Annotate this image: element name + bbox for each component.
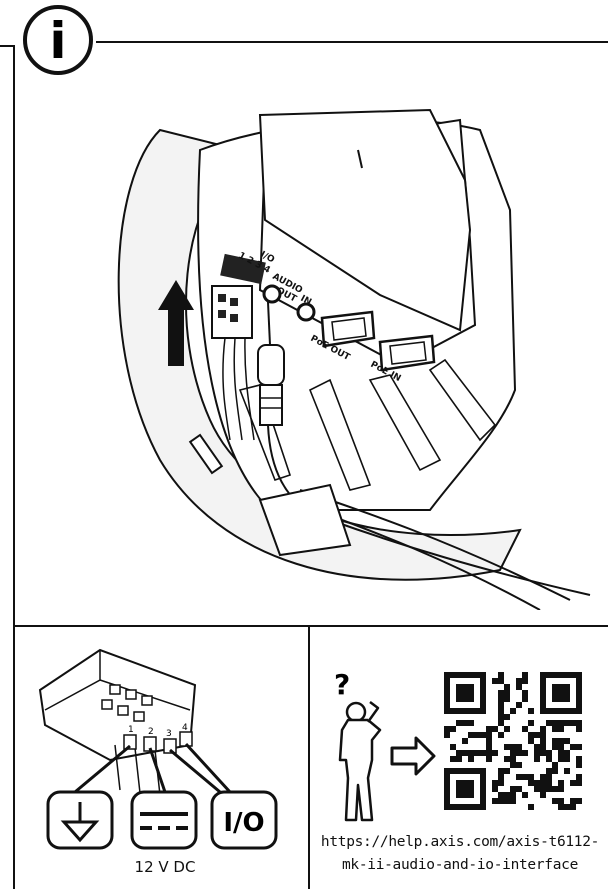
person-thinking-icon bbox=[338, 701, 382, 822]
pin-number-4: 4 bbox=[182, 723, 188, 733]
help-url-line-2[interactable]: mk-ii-audio-and-io-interface bbox=[341, 857, 579, 873]
ground-symbol bbox=[46, 790, 114, 850]
pin-number-3: 3 bbox=[166, 729, 172, 739]
io-port bbox=[220, 253, 266, 285]
up-arrow bbox=[158, 280, 194, 366]
pin-number-2: 2 bbox=[148, 727, 154, 737]
arrow-right-icon bbox=[390, 736, 436, 776]
help-panel: ? bbox=[334, 668, 582, 822]
audio-out-jack bbox=[262, 284, 282, 304]
audio-plug bbox=[257, 301, 321, 521]
voltage-label: 12 V DC bbox=[134, 858, 196, 876]
question-mark: ? bbox=[334, 668, 350, 701]
io-plug bbox=[211, 285, 255, 441]
pin-number-1: 1 bbox=[128, 725, 134, 735]
info-icon: i bbox=[23, 5, 93, 75]
terminal-block bbox=[38, 648, 197, 796]
poe-in-port bbox=[378, 334, 436, 372]
camera-diagram: I/O 1 2 3 4 AUDIO OUT IN PoE OUT PoE IN bbox=[117, 108, 591, 610]
connector-panel: 1 2 3 4 I/O bbox=[38, 648, 278, 850]
info-icon-glyph: i bbox=[49, 12, 66, 70]
audio-in-jack bbox=[296, 302, 316, 322]
help-url-line-1[interactable]: https://help.axis.com/axis-t6112- bbox=[320, 834, 600, 850]
io-symbol: I/O bbox=[210, 790, 278, 850]
dc-power-symbol bbox=[130, 790, 198, 850]
qr-code-icon bbox=[444, 672, 582, 810]
io-symbol-text: I/O bbox=[223, 808, 264, 838]
poe-out-port bbox=[320, 310, 376, 348]
